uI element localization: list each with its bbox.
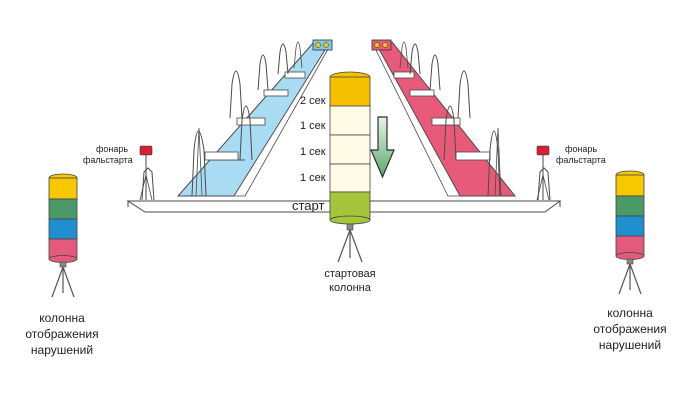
violations-column-right-label-2: отображения [593, 322, 666, 336]
timing-label-2s: 2 сек [300, 95, 326, 107]
right-lane-track [371, 39, 551, 201]
false-start-lamp-label-left-1: фонарь [96, 144, 128, 154]
false-start-lamp-label-right-1: фонарь [565, 144, 597, 154]
violations-column-right-label-1: колонна [607, 306, 653, 320]
violations-column-right [615, 170, 645, 295]
left-lane-track [141, 39, 333, 201]
timing-label-1s-a: 1 сек [300, 120, 326, 132]
countdown-arrow-icon [370, 116, 395, 179]
timing-label-1s-c: 1 сек [300, 172, 326, 184]
starting-column-label-1: стартовая [324, 268, 375, 280]
starting-column [329, 71, 371, 263]
violations-column-left-label-1: колонна [39, 311, 85, 325]
false-start-lamp-label-right-2: фальстарта [556, 155, 606, 165]
false-start-lamp-left [139, 145, 153, 201]
violations-column-right-label-3: нарушений [599, 338, 661, 352]
false-start-lamp-label-left-2: фальстарта [83, 155, 133, 165]
timing-label-1s-b: 1 сек [300, 146, 326, 158]
violations-column-left-label-2: отображения [25, 327, 98, 341]
start-line-label: старт [292, 198, 324, 213]
starting-column-label-2: колонна [329, 282, 372, 294]
violations-column-left [48, 173, 78, 298]
false-start-lamp-right [536, 145, 550, 201]
violations-column-left-label-3: нарушений [31, 343, 93, 357]
